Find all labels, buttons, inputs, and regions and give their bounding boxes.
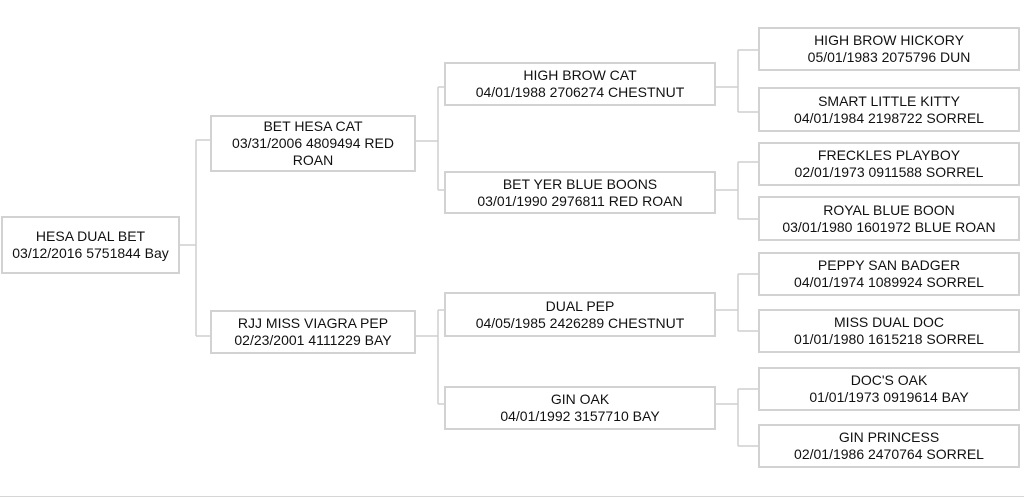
horse-details: 04/01/1974 1089924 SORREL — [794, 274, 984, 290]
horse-details: 01/01/1980 1615218 SORREL — [794, 331, 984, 347]
connector-dam — [416, 309, 444, 405]
horse-details: 02/23/2001 4111229 BAY — [234, 332, 392, 348]
horse-sd-dam[interactable]: ROYAL BLUE BOON 03/01/1980 1601972 BLUE … — [758, 196, 1020, 241]
horse-name: PEPPY SAN BADGER — [817, 257, 961, 273]
horse-details: 03/01/1990 2976811 RED ROAN — [477, 192, 683, 209]
horse-subject[interactable]: HESA DUAL BET 03/12/2016 5751844 Bay — [1, 216, 180, 274]
horse-details: 04/01/1984 2198722 SORREL — [794, 109, 984, 126]
horse-name: HESA DUAL BET — [35, 228, 146, 244]
horse-details: 01/01/1973 0919614 BAY — [809, 389, 969, 405]
horse-details: 02/01/1986 2470764 SORREL — [794, 446, 984, 462]
horse-sire-dam[interactable]: BET YER BLUE BOONS 03/01/1990 2976811 RE… — [444, 171, 716, 214]
horse-ds-dam[interactable]: MISS DUAL DOC 01/01/1980 1615218 SORREL — [758, 309, 1020, 353]
bottom-divider — [0, 496, 1024, 497]
horse-name: HIGH BROW CAT — [523, 67, 637, 83]
horse-name: FRECKLES PLAYBOY — [817, 147, 961, 163]
horse-name: SMART LITTLE KITTY — [818, 92, 960, 109]
horse-dam-sire[interactable]: DUAL PEP 04/05/1985 2426289 CHESTNUT — [444, 292, 716, 337]
horse-details: 04/01/1988 2706274 CHESTNUT — [475, 84, 685, 100]
horse-details: 02/01/1973 0911588 SORREL — [794, 164, 984, 180]
horse-name: BET HESA CAT — [263, 118, 363, 134]
horse-name: DUAL PEP — [545, 297, 615, 314]
horse-details: 04/01/1992 3157710 BAY — [500, 408, 660, 424]
horse-name: MISS DUAL DOC — [834, 314, 944, 330]
connector-sd — [716, 161, 758, 220]
horse-sire[interactable]: BET HESA CAT 03/31/2006 4809494 RED ROAN — [210, 115, 416, 172]
horse-details: 05/01/1983 2075796 DUN — [807, 49, 971, 65]
connector-sire — [416, 86, 444, 191]
connector-ds — [716, 273, 758, 332]
horse-details: 03/12/2016 5751844 Bay — [12, 245, 169, 261]
horse-details: 03/31/2006 4809494 RED ROAN — [232, 135, 394, 168]
horse-name: BET YER BLUE BOONS — [502, 175, 658, 192]
horse-ss-dam[interactable]: SMART LITTLE KITTY 04/01/1984 2198722 SO… — [758, 87, 1020, 132]
horse-name: GIN PRINCESS — [838, 429, 940, 445]
horse-ds-sire[interactable]: PEPPY SAN BADGER 04/01/1974 1089924 SORR… — [758, 252, 1020, 296]
horse-name: DOC'S OAK — [850, 372, 928, 388]
horse-details: 04/05/1985 2426289 CHESTNUT — [475, 314, 685, 331]
horse-dd-sire[interactable]: DOC'S OAK 01/01/1973 0919614 BAY — [758, 367, 1020, 411]
connector-ss — [716, 49, 758, 113]
connector-dd — [716, 388, 758, 447]
horse-ss-sire[interactable]: HIGH BROW HICKORY 05/01/1983 2075796 DUN — [758, 27, 1020, 71]
horse-sd-sire[interactable]: FRECKLES PLAYBOY 02/01/1973 0911588 SORR… — [758, 142, 1020, 186]
horse-dam[interactable]: RJJ MISS VIAGRA PEP 02/23/2001 4111229 B… — [210, 310, 416, 354]
horse-name: HIGH BROW HICKORY — [814, 32, 964, 48]
connector-subject — [180, 139, 210, 337]
horse-details: 03/01/1980 1601972 BLUE ROAN — [782, 218, 996, 235]
horse-dd-dam[interactable]: GIN PRINCESS 02/01/1986 2470764 SORREL — [758, 424, 1020, 468]
horse-dam-dam[interactable]: GIN OAK 04/01/1992 3157710 BAY — [444, 386, 716, 430]
horse-name: GIN OAK — [550, 391, 610, 407]
horse-name: RJJ MISS VIAGRA PEP — [237, 315, 389, 331]
horse-name: ROYAL BLUE BOON — [823, 201, 955, 218]
horse-sire-sire[interactable]: HIGH BROW CAT 04/01/1988 2706274 CHESTNU… — [444, 62, 716, 106]
